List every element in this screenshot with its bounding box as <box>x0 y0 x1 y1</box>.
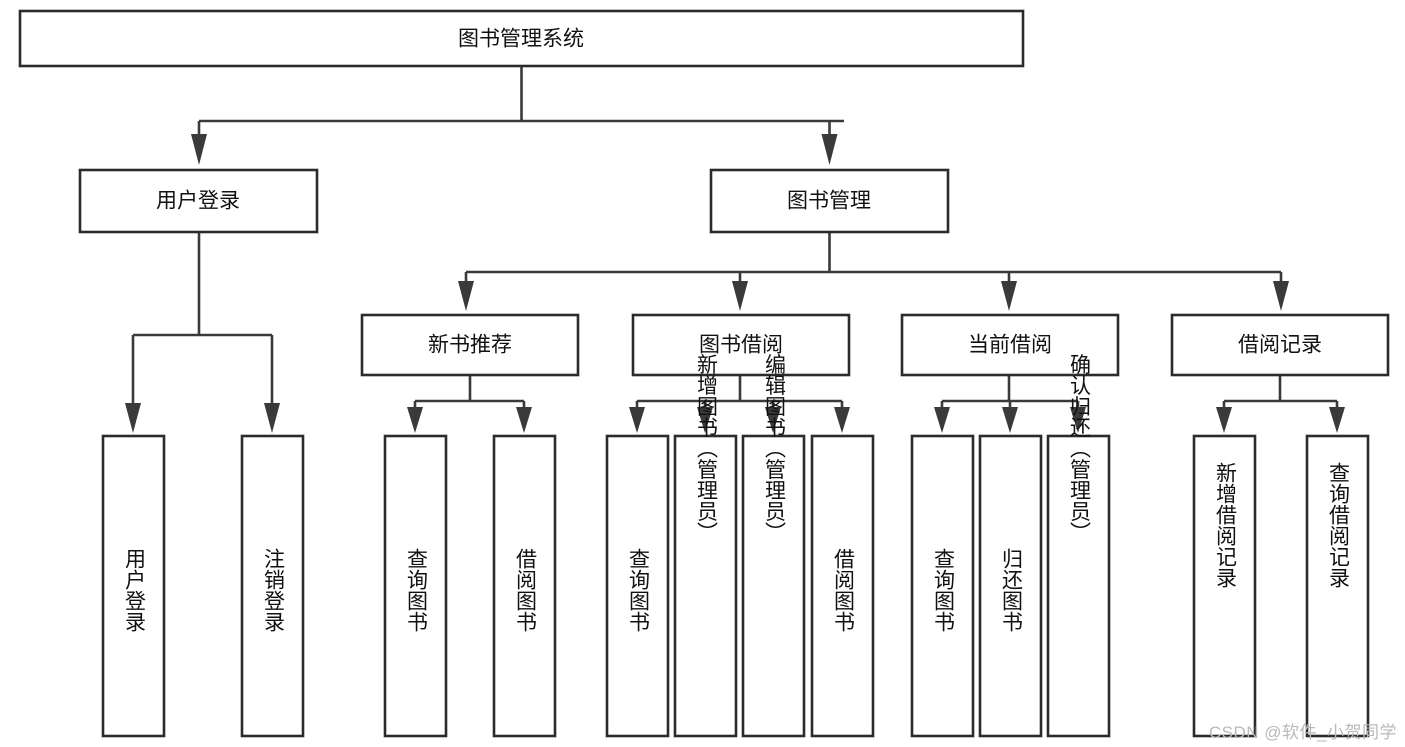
node-leaf-edit-book-box[interactable] <box>741 434 806 738</box>
node-leaf-add-record-box[interactable] <box>1192 434 1257 738</box>
node-leaf-borrow-book-2[interactable]: 借阅图书 <box>810 434 875 738</box>
arrow-head-borrow <box>732 281 748 311</box>
node-record-label: 借阅记录 <box>1238 334 1322 357</box>
node-leaf-borrow-book-1[interactable]: 借阅图书 <box>492 434 557 738</box>
node-leaf-borrow-book-1-box[interactable] <box>492 434 557 738</box>
node-leaf-confirm-return[interactable]: 确认归还（管理员） <box>1046 354 1111 738</box>
node-leaf-borrow-book-2-label: 借阅图书 <box>831 548 855 632</box>
arrow-head-login <box>191 134 207 165</box>
node-borrow[interactable]: 图书借阅 <box>631 313 851 377</box>
node-leaf-user-login[interactable]: 用户登录 <box>101 434 166 738</box>
node-leaf-edit-book-label: 编辑图书（管理员） <box>762 354 786 543</box>
node-leaf-query-record-box[interactable] <box>1305 434 1370 738</box>
arrow-head-add-record <box>1216 407 1232 433</box>
arrow-head-newbook <box>458 281 474 311</box>
node-leaf-confirm-return-box[interactable] <box>1046 434 1111 738</box>
node-newbook-box[interactable] <box>360 313 580 377</box>
connector-layer <box>125 66 1345 433</box>
node-record-box[interactable] <box>1170 313 1390 377</box>
node-bookmgmt-label: 图书管理 <box>787 190 871 213</box>
node-leaf-query-book-1-box[interactable] <box>383 434 448 738</box>
arrow-head-query-book-2 <box>629 407 645 433</box>
node-leaf-user-login-label: 用户登录 <box>122 548 146 632</box>
node-leaf-borrow-book-2-box[interactable] <box>810 434 875 738</box>
node-leaf-add-book-label: 新增图书（管理员） <box>694 354 718 543</box>
node-leaf-query-book-1-label: 查询图书 <box>404 548 428 632</box>
node-leaf-logout-label: 注销登录 <box>261 548 285 632</box>
arrow-head-query-book-3 <box>934 407 950 433</box>
node-leaf-query-book-2-box[interactable] <box>605 434 670 738</box>
node-root-box[interactable] <box>18 9 1025 68</box>
node-root-label: 图书管理系统 <box>458 28 584 51</box>
node-borrow-box[interactable] <box>631 313 851 377</box>
node-leaf-add-record-label: 新增借阅记录 <box>1213 462 1237 588</box>
node-login[interactable]: 用户登录 <box>78 168 319 234</box>
arrow-head-borrow-book-1 <box>516 407 532 433</box>
arrow-head-query-record <box>1329 407 1345 433</box>
arrow-head-query-book-1 <box>407 407 423 433</box>
node-login-label: 用户登录 <box>156 190 240 213</box>
node-leaf-logout[interactable]: 注销登录 <box>240 434 305 738</box>
node-leaf-query-book-2-label: 查询图书 <box>626 548 650 632</box>
node-leaf-query-record-label: 查询借阅记录 <box>1326 462 1350 588</box>
arrow-head-user-login <box>125 403 141 433</box>
node-leaf-query-book-2[interactable]: 查询图书 <box>605 434 670 738</box>
node-bookmgmt[interactable]: 图书管理 <box>709 168 950 234</box>
node-leaf-query-book-1[interactable]: 查询图书 <box>383 434 448 738</box>
node-leaf-add-record[interactable]: 新增借阅记录 <box>1192 434 1257 738</box>
node-leaf-query-record[interactable]: 查询借阅记录 <box>1305 434 1370 738</box>
node-leaf-confirm-return-label: 确认归还（管理员） <box>1067 354 1091 543</box>
node-leaf-query-book-3-label: 查询图书 <box>931 548 955 632</box>
node-leaf-logout-box[interactable] <box>240 434 305 738</box>
node-leaf-borrow-book-1-label: 借阅图书 <box>513 548 537 632</box>
node-newbook[interactable]: 新书推荐 <box>360 313 580 377</box>
node-leaf-add-book-box[interactable] <box>673 434 738 738</box>
arrow-head-logout <box>264 403 280 433</box>
arrow-head-borrow-book-2 <box>834 407 850 433</box>
node-leaf-add-book[interactable]: 新增图书（管理员） <box>673 354 738 738</box>
node-leaf-edit-book[interactable]: 编辑图书（管理员） <box>741 354 806 738</box>
node-bookmgmt-box[interactable] <box>709 168 950 234</box>
node-leaf-return-book-box[interactable] <box>978 434 1043 738</box>
node-borrow-label: 图书借阅 <box>699 334 783 357</box>
node-leaf-query-book-3[interactable]: 查询图书 <box>910 434 975 738</box>
node-current-label: 当前借阅 <box>968 334 1052 357</box>
arrow-head-record <box>1273 281 1289 311</box>
node-root[interactable]: 图书管理系统 <box>18 9 1025 68</box>
arrow-head-return-book <box>1002 407 1018 433</box>
node-newbook-label: 新书推荐 <box>428 334 512 357</box>
node-current[interactable]: 当前借阅 <box>900 313 1120 377</box>
arrow-head-bookmgmt <box>821 134 838 165</box>
arrow-head-confirm-return <box>1070 407 1086 433</box>
node-login-box[interactable] <box>78 168 319 234</box>
node-current-box[interactable] <box>900 313 1120 377</box>
arrow-head-current <box>1001 281 1017 311</box>
node-leaf-query-book-3-box[interactable] <box>910 434 975 738</box>
node-leaf-return-book-label: 归还图书 <box>999 548 1023 632</box>
arrow-head-edit-book <box>765 407 781 433</box>
node-leaf-return-book[interactable]: 归还图书 <box>978 434 1043 738</box>
node-record[interactable]: 借阅记录 <box>1170 313 1390 377</box>
node-leaf-user-login-box[interactable] <box>101 434 166 738</box>
arrow-head-add-book <box>697 407 713 433</box>
